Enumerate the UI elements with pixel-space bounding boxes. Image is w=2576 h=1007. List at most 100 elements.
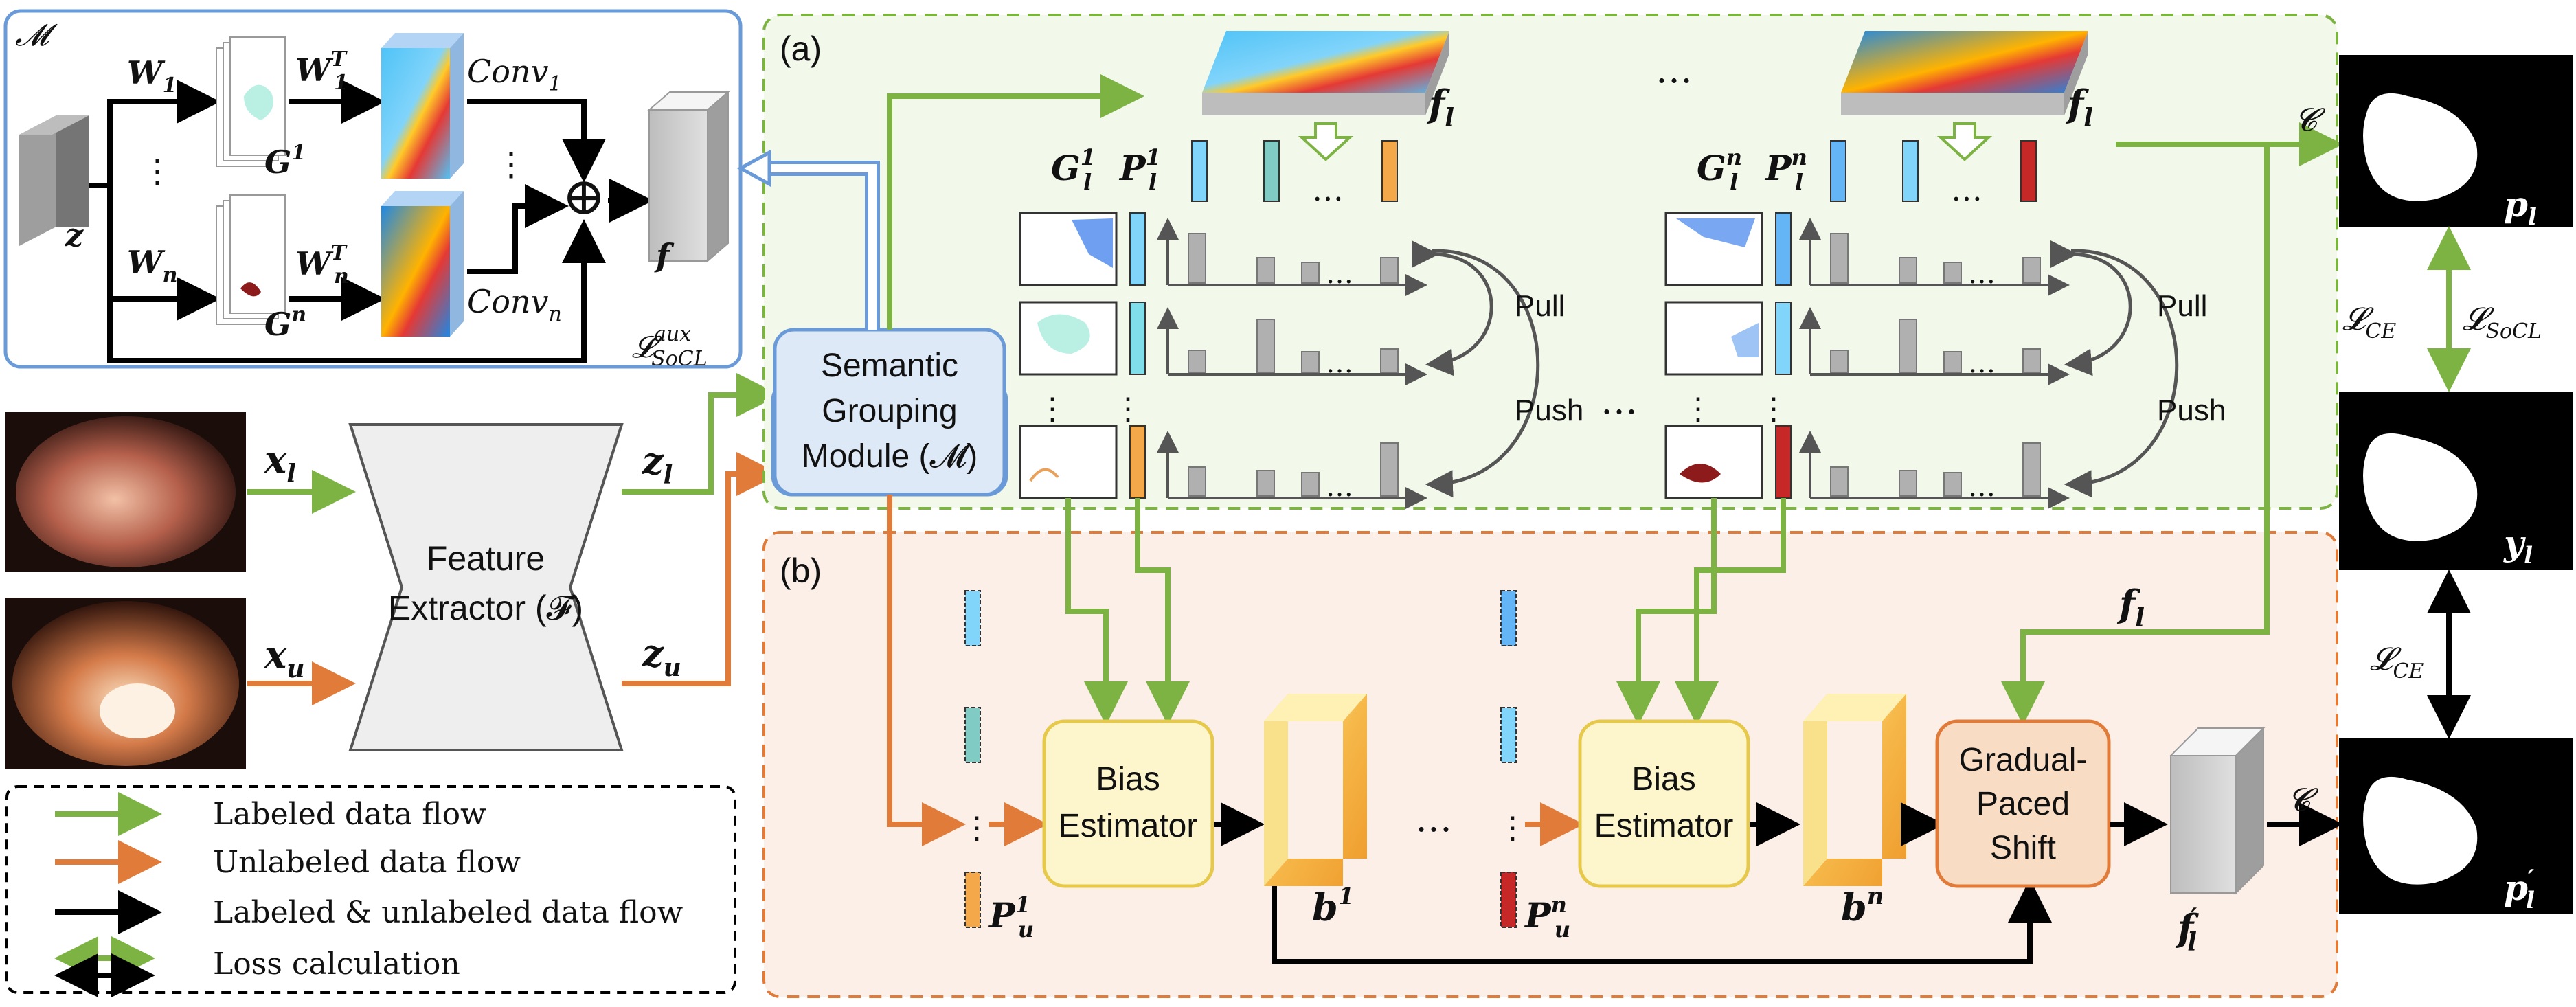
endoscopy-image-unlabeled	[5, 598, 246, 769]
legend-loss: Loss calculation	[213, 947, 460, 982]
histograms-groupn	[1799, 218, 2070, 509]
bias-map-1	[1264, 694, 1367, 886]
bias-estimator-1: Bias Estimator	[1042, 719, 1214, 888]
legend-unlabeled: Unlabeled data flow	[213, 845, 521, 880]
yl-label: yl	[2503, 523, 2533, 569]
wn-label: Wn	[127, 244, 177, 287]
feature-extractor: Feature Extractor (𝓕)	[348, 423, 624, 751]
module-vdots-right: ⋮	[495, 145, 528, 183]
svg-text:⋮: ⋮	[1683, 392, 1713, 427]
f-prime-block	[2169, 726, 2266, 895]
loss-ce-bottom: 𝓛CE	[2370, 640, 2424, 683]
fl-heatmap-n	[1841, 31, 2088, 115]
sum-symbol: ⊕	[562, 166, 606, 227]
svg-text:⋮: ⋮	[1037, 392, 1067, 427]
heatmap-cube-1	[381, 33, 464, 179]
extractor-line1: Feature	[427, 539, 545, 578]
push-label-1: Push	[1515, 394, 1583, 427]
groupn-rows: ⋮ ⋮	[1664, 212, 1792, 499]
pl-prime-label: p′l	[2504, 865, 2535, 914]
bias-estimator-n: Bias Estimator	[1578, 719, 1750, 888]
svg-text:⋮: ⋮	[1113, 392, 1143, 427]
legend-both: Labeled & unlabeled data flow	[213, 895, 683, 930]
svg-text:⋮: ⋮	[1759, 392, 1789, 427]
prototype-row-group1	[1191, 140, 1398, 202]
g1-stack	[216, 36, 286, 167]
pun-stack	[1500, 590, 1517, 928]
sgm-line2: Grouping	[822, 393, 957, 429]
fl-heatmap-1	[1202, 31, 1449, 115]
b1-label: b1	[1312, 883, 1354, 929]
legend: Labeled data flow Unlabeled data flow La…	[5, 785, 736, 997]
svg-text:…: …	[1326, 471, 1353, 503]
histograms-group1	[1157, 218, 1427, 509]
conv1-label: Conv1	[467, 53, 562, 96]
sgm-line1: Semantic	[821, 348, 958, 384]
svg-text:…: …	[1968, 348, 1996, 379]
bias-n-line1: Bias	[1631, 761, 1695, 797]
z-u-label: zu	[642, 631, 681, 682]
gn-label: Gn	[264, 303, 306, 343]
pull-label-n: Pull	[2157, 289, 2207, 323]
pull-push-arrows-1	[1411, 240, 1540, 498]
bn-label: bn	[1841, 883, 1884, 929]
bias-n-line2: Estimator	[1594, 808, 1734, 844]
loss-ce-top: 𝓛CE	[2342, 300, 2396, 343]
convn-label: Convn	[467, 283, 562, 326]
svg-text:⋮: ⋮	[962, 811, 992, 846]
push-label-n: Push	[2157, 394, 2226, 427]
bias-1-line1: Bias	[1096, 761, 1160, 797]
w1-label: W1	[127, 54, 177, 98]
x-u-label: xu	[264, 633, 304, 683]
sgm-line3: Module (𝓜)	[802, 438, 978, 475]
bias-map-n	[1803, 694, 1906, 886]
legend-labeled: Labeled data flow	[213, 797, 486, 832]
gps-line3: Shift	[1990, 830, 2056, 866]
proto-ellipsis-1: …	[1312, 171, 1344, 208]
mid-ellipsis: …	[1601, 379, 1638, 422]
z-label: z	[65, 216, 84, 253]
x-l-label: xl	[264, 438, 296, 488]
gradual-paced-shift: Gradual- Paced Shift	[1935, 719, 2111, 888]
z-l-label: zl	[642, 439, 673, 490]
svg-text:…: …	[1326, 258, 1353, 290]
module-vdots-left: ⋮	[141, 152, 174, 190]
proto-ellipsis-n: …	[1951, 171, 1982, 208]
f-prime-label: f′l	[2175, 903, 2199, 957]
loss-socl: 𝓛SoCL	[2463, 300, 2542, 343]
svg-text:…: …	[1968, 471, 1996, 503]
svg-text:⋮: ⋮	[1498, 811, 1528, 846]
svg-text:…: …	[1968, 258, 1996, 290]
panel-b-label: (b)	[780, 552, 822, 590]
z-block	[19, 115, 89, 246]
pull-label-1: Pull	[1515, 289, 1565, 323]
endoscopy-image-labeled	[5, 412, 246, 572]
prototype-row-groupn	[1830, 140, 2037, 202]
bias-1-line2: Estimator	[1059, 808, 1198, 844]
f-block	[647, 90, 730, 263]
mask-pl	[2339, 55, 2573, 227]
mask-pl-prime	[2339, 738, 2573, 914]
module-border	[3, 9, 743, 369]
gn-stack	[216, 194, 286, 325]
semantic-grouping-detail: 𝓜 z W1 Wn ⋮ G1 Gn	[3, 9, 743, 371]
mask-yl	[2339, 392, 2573, 570]
gps-line2: Paced	[1976, 786, 2070, 822]
heatmap-cube-n	[381, 191, 464, 337]
gps-line1: Gradual-	[1959, 742, 2088, 778]
extractor-line2: Extractor (𝓕)	[388, 589, 583, 627]
top-ellipsis: …	[1656, 48, 1693, 91]
pl-label: pl	[2504, 184, 2537, 231]
group1-rows: ⋮ ⋮	[1019, 212, 1146, 499]
g1-label: G1	[264, 141, 306, 181]
semantic-grouping-module: Semantic Grouping Module (𝓜)	[771, 328, 1008, 497]
